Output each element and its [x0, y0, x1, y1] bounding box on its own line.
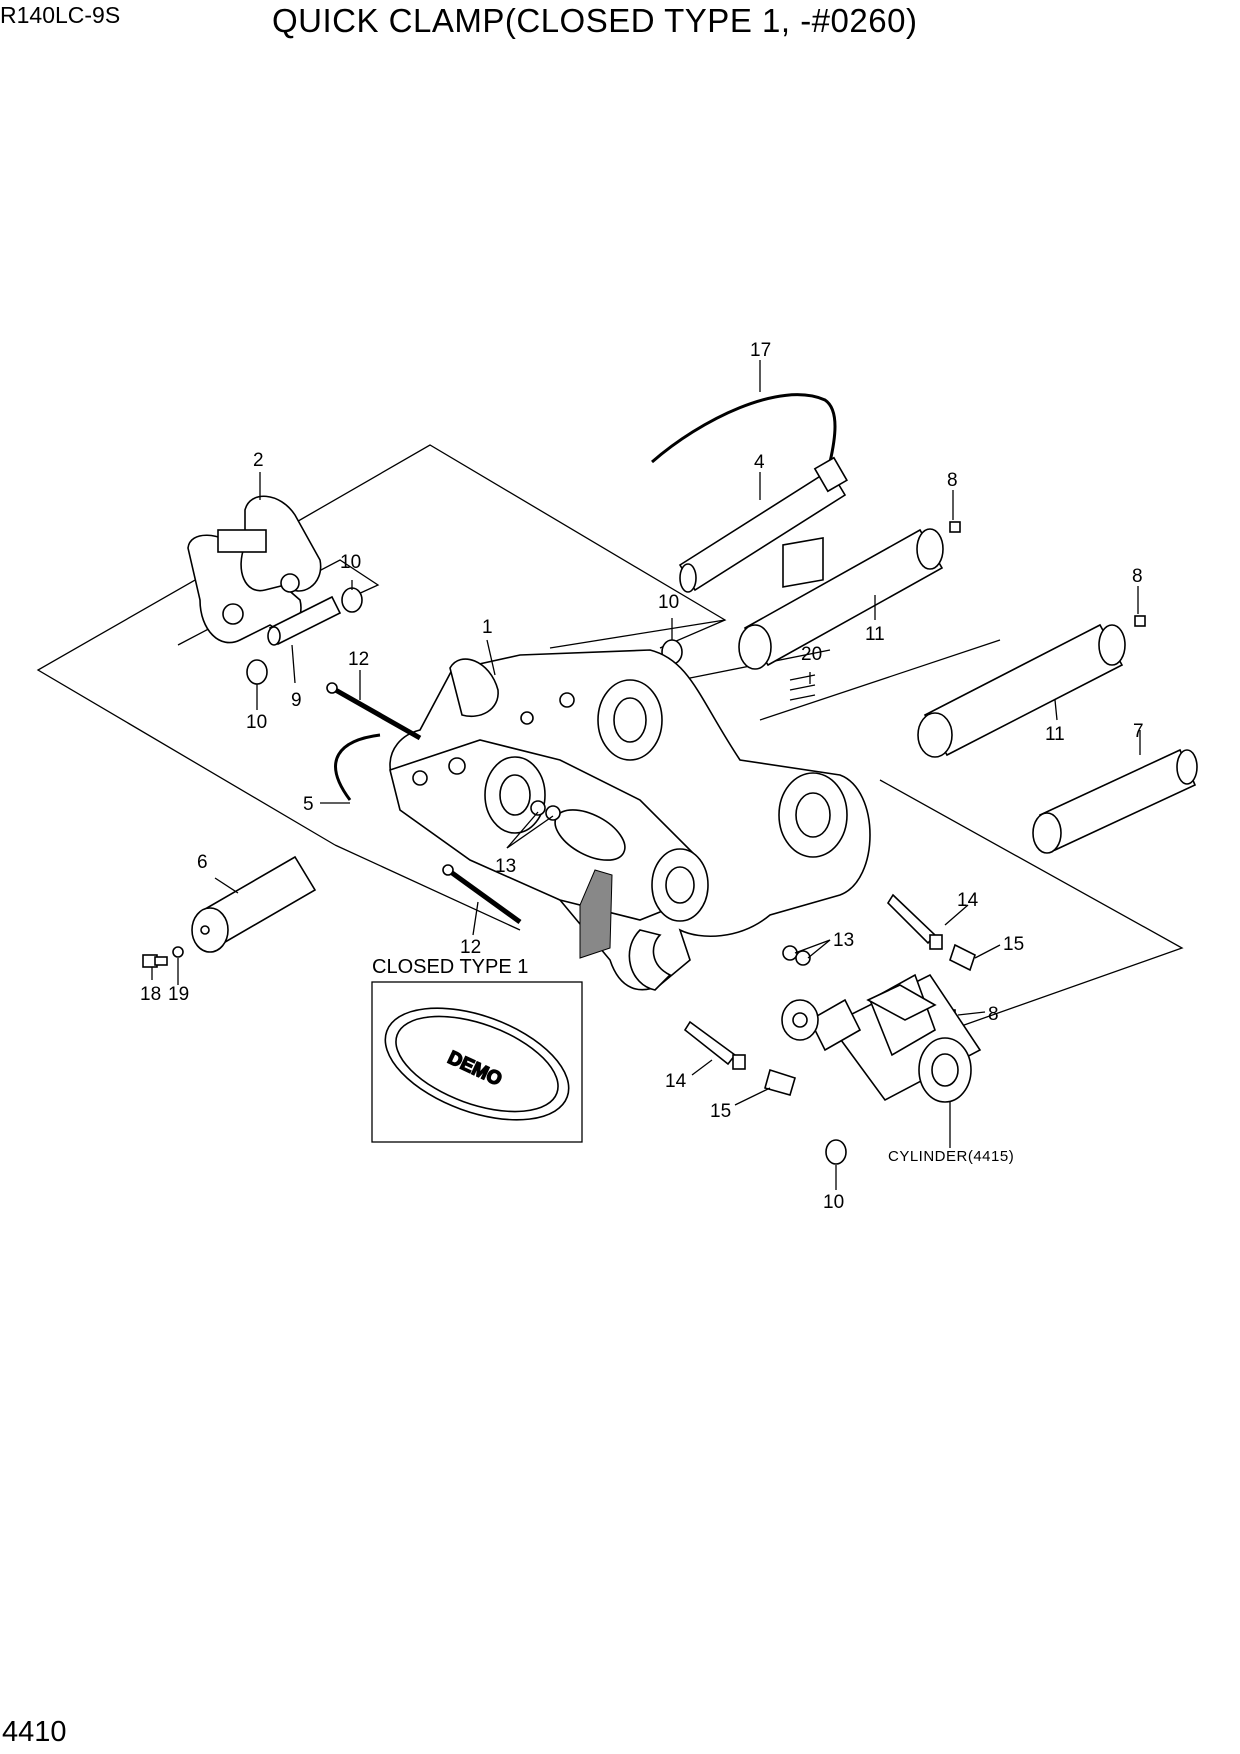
- hose-part-14-a: [886, 893, 943, 950]
- callout-10d: 10: [823, 1192, 844, 1213]
- inset-pointer-arrow: [579, 869, 613, 959]
- page-title: QUICK CLAMP(CLOSED TYPE 1, -#0260): [272, 2, 918, 39]
- callout-15a: 15: [1003, 934, 1024, 955]
- callout-2: 2: [253, 450, 264, 471]
- pin-part-6: [191, 855, 317, 953]
- pin-part-7: [1032, 748, 1198, 854]
- bolt-part-12-b: [442, 864, 522, 925]
- grease-nipple-part-8: [944, 521, 1146, 1023]
- callout-1: 1: [482, 617, 493, 638]
- callouts: 1 2 4 5 6 7 8 8 8 9 10 10 10 10 11 11 12…: [140, 340, 1144, 1213]
- inset-closed-type-1: DEMO: [371, 981, 583, 1143]
- lanyard-part-5: [334, 733, 381, 801]
- label-plate-part-20: [782, 536, 824, 701]
- callout-7: 7: [1133, 721, 1144, 742]
- fitting-part-15-a: [949, 943, 976, 972]
- cylinder-part-11-a: [738, 528, 944, 670]
- callout-10b: 10: [246, 712, 267, 733]
- model-label: R140LC-9S: [0, 2, 121, 28]
- callout-13b: 13: [833, 930, 854, 951]
- callout-18: 18: [140, 984, 161, 1005]
- callout-14a: 14: [957, 890, 979, 911]
- callout-11a: 11: [865, 624, 885, 645]
- callout-10c: 10: [658, 592, 679, 613]
- callout-11b: 11: [1045, 724, 1065, 745]
- callout-12a: 12: [348, 649, 369, 670]
- hose-part-17: [651, 393, 837, 464]
- cylinder-part-11-b: [917, 623, 1126, 758]
- cylinder-assembly: [781, 973, 982, 1103]
- page-number: 4410: [2, 1716, 67, 1748]
- bolt-part-12-a: [326, 682, 422, 741]
- frame-part-1: [389, 649, 871, 991]
- fitting-part-15-b: [764, 1068, 796, 1096]
- inset-label: CLOSED TYPE 1: [372, 956, 528, 978]
- callout-6: 6: [197, 852, 208, 873]
- pin-part-9: [267, 595, 342, 646]
- hose-part-14-b: [683, 1020, 746, 1070]
- callout-9: 9: [291, 690, 302, 711]
- nut-part-13: [530, 800, 811, 966]
- pin-part-4: [678, 456, 848, 593]
- cylinder-reference: CYLINDER(4415): [888, 1148, 1014, 1165]
- leader-lines: [151, 360, 1141, 1190]
- callout-5: 5: [303, 794, 314, 815]
- callout-8c: 8: [988, 1004, 999, 1025]
- callout-4: 4: [754, 452, 765, 473]
- callout-14b: 14: [665, 1071, 687, 1092]
- callout-13a: 13: [495, 856, 516, 877]
- callout-10a: 10: [340, 552, 361, 573]
- ring-part-10-d: [825, 1139, 847, 1165]
- bracket-part-2: [187, 495, 322, 644]
- ring-part-10-b: [246, 659, 268, 685]
- washer-part-19: [172, 946, 184, 958]
- callout-19: 19: [168, 984, 189, 1005]
- callout-8b: 8: [1132, 566, 1143, 587]
- callout-12b: 12: [460, 937, 481, 958]
- bolt-part-18: [142, 954, 168, 968]
- callout-20: 20: [801, 644, 822, 665]
- callout-17: 17: [750, 340, 771, 361]
- callout-15b: 15: [710, 1101, 731, 1122]
- ring-part-10-a: [341, 587, 363, 613]
- callout-8a: 8: [947, 470, 958, 491]
